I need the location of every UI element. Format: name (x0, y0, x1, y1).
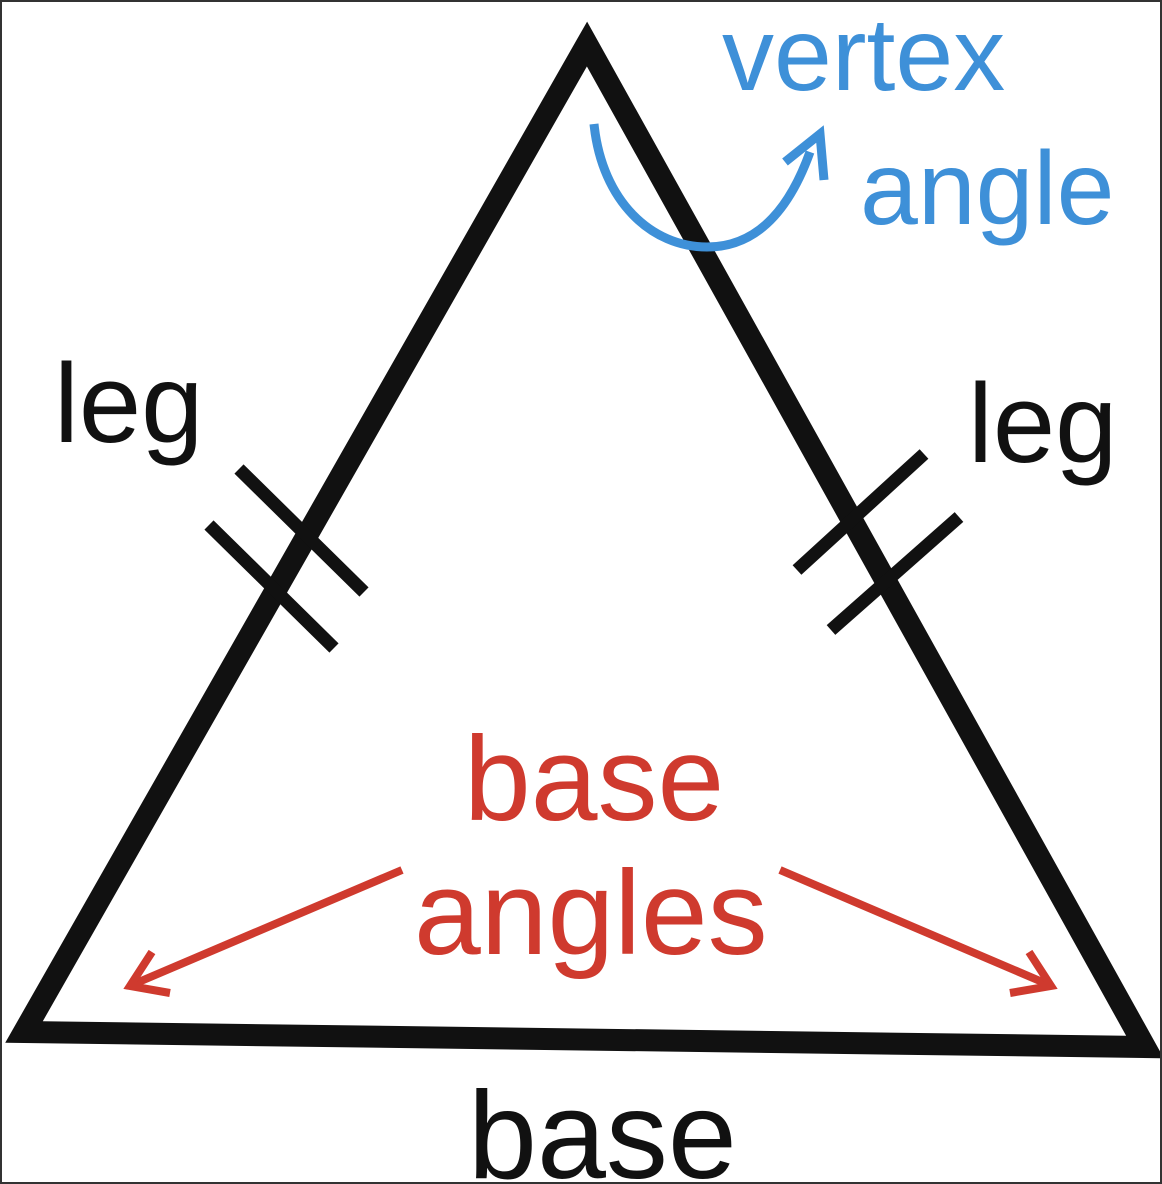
left-leg-tick-marks (204, 464, 369, 653)
leg-label-left: leg (54, 341, 203, 466)
angle-label: angle (860, 131, 1114, 247)
vertex-angle-arrow (589, 123, 829, 252)
base-angles-label-line2: angles (414, 846, 768, 980)
right-leg-tick-marks (792, 449, 964, 635)
base-angle-arrow-left (123, 866, 404, 997)
leg-label-right: leg (968, 361, 1117, 486)
vertex-label: vertex (722, 2, 1005, 113)
base-angles-label-line1: base (464, 712, 724, 846)
base-angle-arrow-right (778, 866, 1058, 997)
base-label: base (468, 1067, 737, 1184)
